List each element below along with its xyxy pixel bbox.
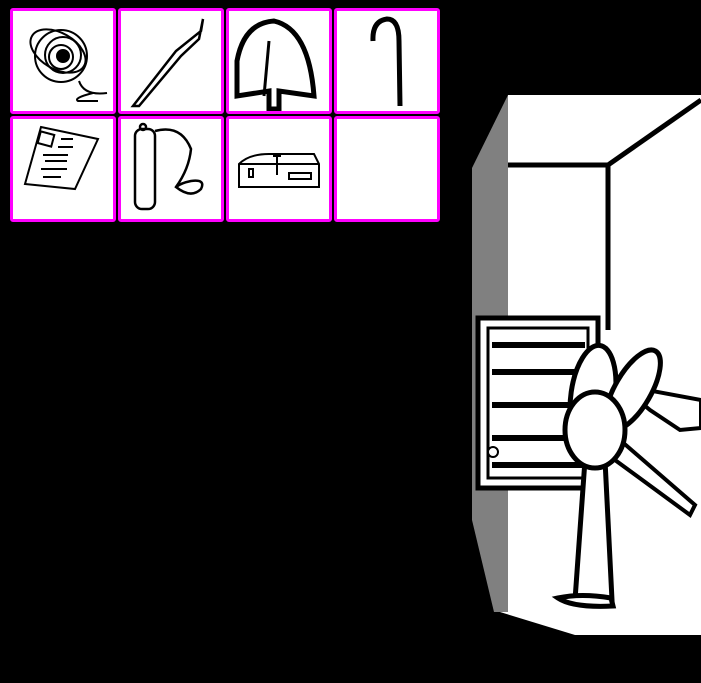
inventory-slot-3[interactable] bbox=[226, 8, 332, 114]
shovel-icon bbox=[234, 18, 317, 111]
floor bbox=[500, 612, 701, 635]
bunny-character[interactable] bbox=[551, 342, 671, 609]
document-icon bbox=[23, 125, 100, 191]
inventory-slot-4[interactable] bbox=[334, 8, 440, 114]
oxygen-tank-icon bbox=[133, 122, 204, 211]
inventory-slot-2[interactable] bbox=[118, 8, 224, 114]
inventory-slot-7[interactable] bbox=[226, 116, 332, 222]
inventory-slot-8[interactable] bbox=[334, 116, 440, 222]
yarn-ball-icon bbox=[29, 28, 108, 102]
inventory-slot-5[interactable] bbox=[10, 116, 116, 222]
cane-icon bbox=[370, 16, 403, 107]
scalpel-icon bbox=[130, 18, 205, 108]
box-icon bbox=[238, 153, 320, 188]
inventory-slot-6[interactable] bbox=[118, 116, 224, 222]
inventory-slot-1[interactable] bbox=[10, 8, 116, 114]
